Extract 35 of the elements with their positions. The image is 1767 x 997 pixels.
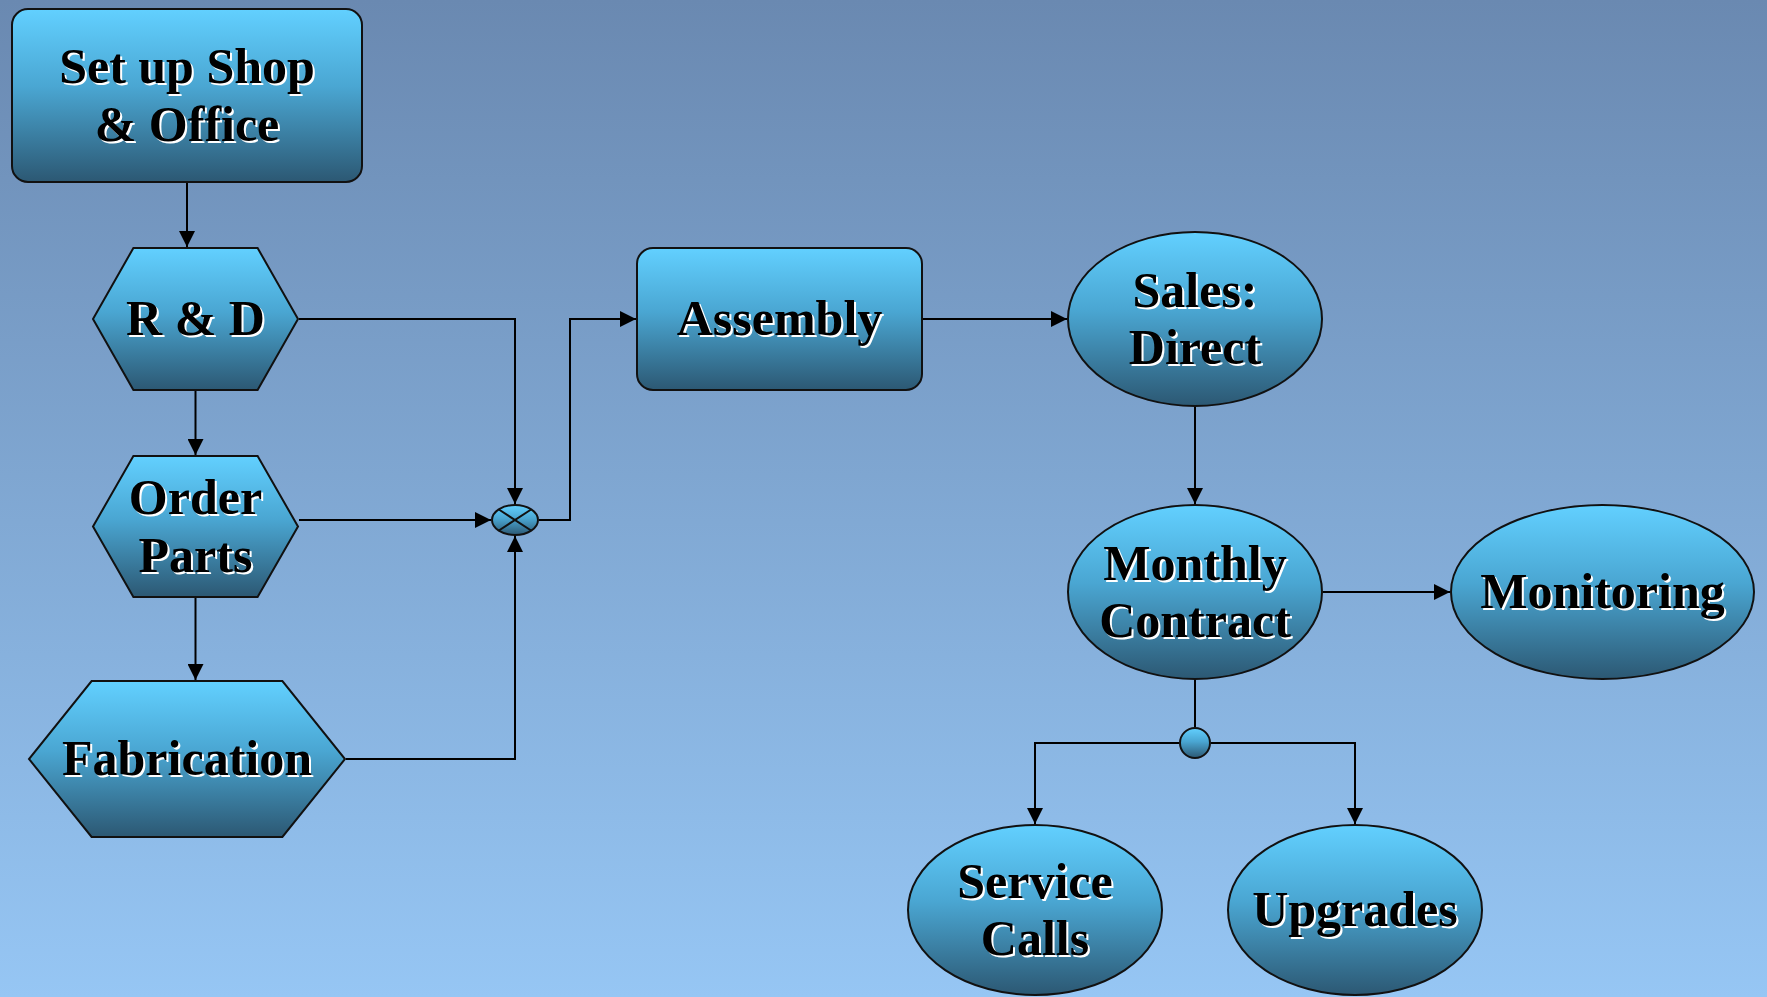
arrow (922, 311, 1068, 327)
node-label: Monitoring (1480, 563, 1725, 621)
node-label: Set up Shop & Office (58, 38, 316, 153)
node-label: Monthly Contract (1098, 534, 1292, 650)
hexagon-node (92, 455, 299, 598)
arrow (298, 512, 492, 528)
arrow (179, 182, 195, 248)
ellipse-node (1067, 231, 1323, 407)
node-label: Service Calls (956, 852, 1114, 968)
arrow (298, 318, 523, 505)
hexagon-node (28, 680, 346, 838)
hexagon-node (92, 247, 299, 391)
node-label: R & D (126, 290, 265, 348)
connector-line (1194, 679, 1196, 728)
process-box (636, 247, 923, 391)
node-label: Fabrication (62, 730, 312, 788)
node-label: Assembly (676, 290, 883, 348)
arrow (538, 311, 637, 521)
node-label: Sales: Direct (1127, 261, 1263, 377)
ellipse-node (1067, 504, 1323, 680)
ellipse-node (907, 824, 1163, 996)
node-label: Order Parts (127, 469, 264, 584)
arrow (187, 390, 204, 456)
arrow (1322, 584, 1451, 600)
arrow (1187, 406, 1203, 505)
xor-connector (491, 504, 539, 536)
ellipse-node (1450, 504, 1755, 680)
ellipse-node (1227, 824, 1483, 996)
junction-circle (1179, 727, 1211, 759)
node-label: Upgrades (1252, 881, 1458, 939)
arrow (1210, 742, 1363, 825)
arrow (345, 535, 523, 760)
arrow (187, 597, 204, 681)
process-box (11, 8, 363, 183)
arrow (1027, 742, 1180, 825)
